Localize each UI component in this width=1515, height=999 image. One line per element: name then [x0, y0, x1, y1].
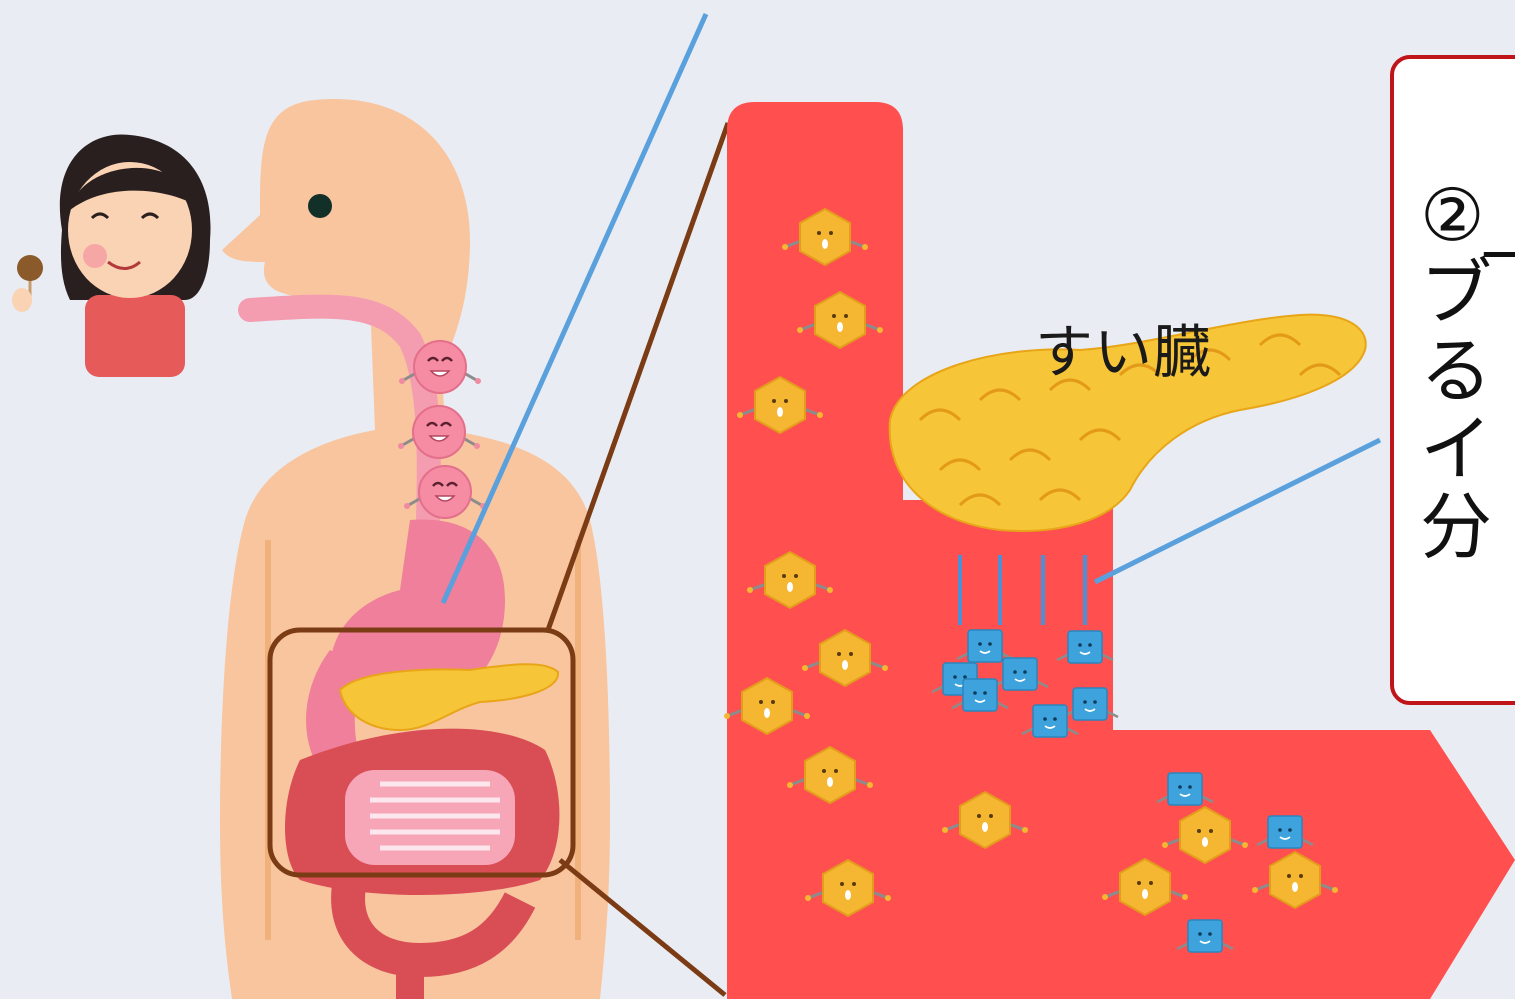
callout-line: イ [1420, 413, 1492, 485]
callout-line: ②_ [1420, 179, 1515, 251]
eye-icon [308, 194, 332, 218]
pancreas-label: すい臓 [1035, 305, 1212, 389]
callout-line: る [1420, 335, 1492, 407]
callout-line: 分 [1420, 491, 1492, 563]
callout-box: ②_ ブ る イ 分 [1390, 55, 1515, 705]
callout-line: ブ [1420, 257, 1492, 329]
zoom-line-top [548, 123, 728, 630]
girl-eating-takoyaki-icon [12, 134, 211, 377]
